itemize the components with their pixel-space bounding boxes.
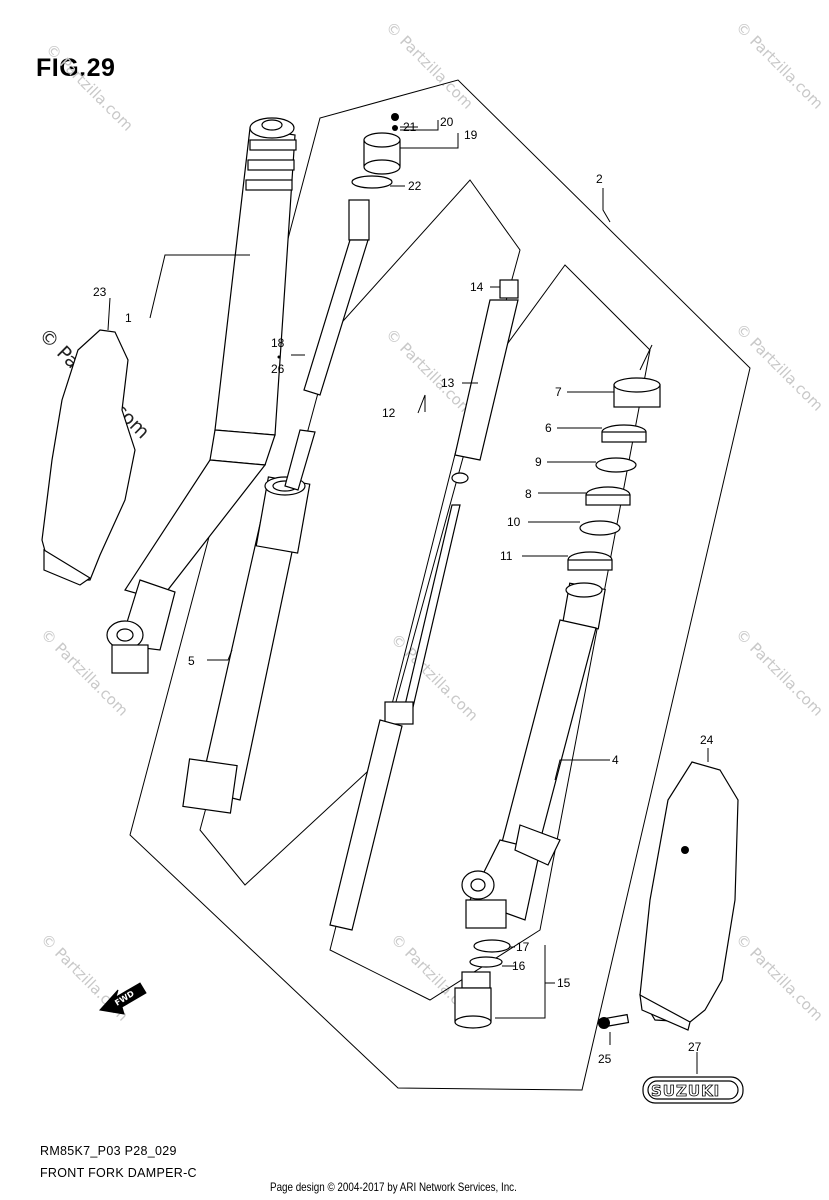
fork-spring-18 bbox=[284, 199, 370, 491]
callout-11: 11 bbox=[500, 549, 513, 563]
damper-rod-12 bbox=[329, 279, 519, 931]
guard-bolt-25 bbox=[598, 1013, 630, 1029]
watermark: © Partzilla.com bbox=[382, 18, 477, 113]
callout-22: 22 bbox=[408, 179, 422, 193]
callout-dot-18-26 bbox=[277, 355, 281, 359]
figure-name: FRONT FORK DAMPER-C bbox=[40, 1166, 197, 1180]
callout-26: 26 bbox=[271, 362, 285, 376]
watermark: © Partzilla.com bbox=[732, 625, 827, 720]
copyright-notice: Page design © 2004-2017 by ARI Network S… bbox=[270, 1180, 517, 1194]
callout-18: 18 bbox=[271, 336, 285, 350]
callout-5: 5 bbox=[188, 654, 195, 668]
callout-25: 25 bbox=[598, 1052, 612, 1066]
watermark: © Partzilla.com bbox=[732, 320, 827, 415]
fork-outer-tube-1 bbox=[106, 117, 297, 674]
cap-bolt-19 bbox=[351, 113, 401, 189]
callout-20: 20 bbox=[440, 115, 454, 129]
callout-23: 23 bbox=[93, 285, 107, 299]
callout-14: 14 bbox=[470, 280, 484, 294]
callout-19: 19 bbox=[464, 128, 478, 142]
callout-15: 15 bbox=[557, 976, 571, 990]
watermark: © Partzilla.com bbox=[382, 325, 477, 420]
leader-lines bbox=[107, 120, 709, 1074]
callout-21: 21 bbox=[403, 120, 417, 134]
callout-8: 8 bbox=[525, 487, 532, 501]
figure-title: FIG.29 bbox=[36, 54, 116, 82]
watermark: © Partzilla.com bbox=[732, 930, 827, 1025]
callout-4: 4 bbox=[612, 753, 619, 767]
callout-12: 12 bbox=[382, 406, 396, 420]
watermark: © Partzilla.com bbox=[42, 40, 137, 135]
callout-16: 16 bbox=[512, 959, 526, 973]
fork-outer-tube-4 bbox=[461, 582, 606, 929]
base-valve-15 bbox=[454, 939, 511, 1029]
callout-24: 24 bbox=[700, 733, 714, 747]
fork-guard-23 bbox=[41, 329, 136, 586]
watermark: © Partzilla.com bbox=[732, 18, 827, 113]
callout-2: 2 bbox=[596, 172, 603, 186]
callout-9: 9 bbox=[535, 455, 542, 469]
assembly-outline-2 bbox=[129, 79, 751, 1091]
callout-17: 17 bbox=[516, 940, 530, 954]
callout-13: 13 bbox=[441, 376, 455, 390]
fork-guard-24 bbox=[639, 761, 739, 1031]
callout-6: 6 bbox=[545, 421, 552, 435]
callout-10: 10 bbox=[507, 515, 521, 529]
brand-decal-text: SUZUKI bbox=[651, 1082, 720, 1100]
fork-inner-tube-5 bbox=[182, 476, 311, 814]
callout-labels: 1 2 4 5 6 7 8 9 10 11 12 13 14 15 16 17 … bbox=[93, 115, 714, 1066]
figure-code: RM85K7_P03 P28_029 bbox=[40, 1144, 177, 1158]
brand-decal-27 bbox=[642, 1076, 744, 1104]
callout-1: 1 bbox=[125, 311, 132, 325]
seal-stack-6-11 bbox=[567, 377, 661, 571]
callout-7: 7 bbox=[555, 385, 562, 399]
callout-27: 27 bbox=[688, 1040, 702, 1054]
